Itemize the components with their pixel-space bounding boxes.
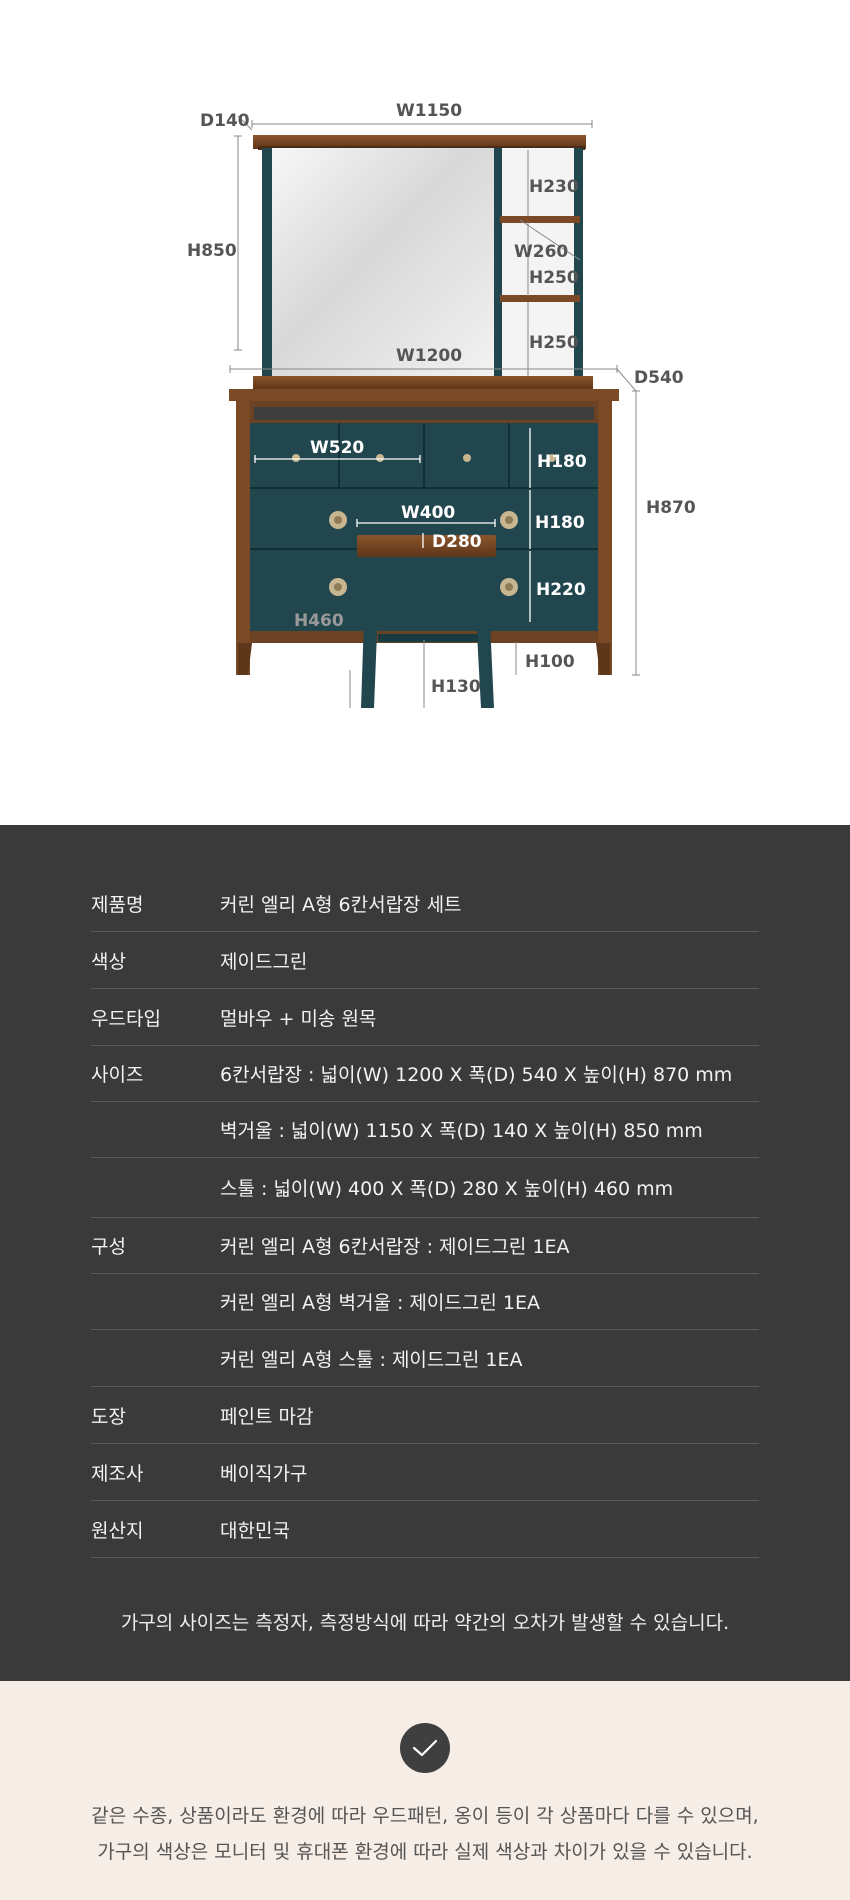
spec-row-size: 사이즈 6칸서랍장 : 넓이(W) 1200 X 폭(D) 540 X 높이(H… (91, 1046, 759, 1102)
spec-row-wood-type: 우드타입 멀바우 + 미송 원목 (91, 989, 759, 1046)
spec-row-size-stool: 스툴 : 넓이(W) 400 X 폭(D) 280 X 높이(H) 460 mm (91, 1158, 759, 1218)
spec-row-color: 색상 제이드그린 (91, 932, 759, 989)
spec-row-manufacturer: 제조사 베이직가구 (91, 1444, 759, 1501)
note-text: 같은 수종, 상품이라도 환경에 따라 우드패턴, 옹이 등이 각 상품마다 다… (0, 1798, 850, 1870)
dim-w1150: W1150 (396, 101, 462, 121)
spec-key: 사이즈 (91, 1064, 144, 1086)
spec-key: 우드타입 (91, 1007, 161, 1030)
product-note-section: 같은 수종, 상품이라도 환경에 따라 우드패턴, 옹이 등이 각 상품마다 다… (0, 1681, 850, 1900)
dim-h130: H130 (431, 677, 481, 697)
dim-d540: D540 (634, 368, 684, 388)
dim-w260: W260 (514, 242, 568, 262)
dim-h460: H460 (294, 611, 344, 631)
furniture-illustration: D140 W1150 H850 H230 W260 H250 H250 W120… (187, 101, 696, 708)
spec-row-composition: 구성 커린 엘리 A형 6칸서랍장 : 제이드그린 1EA (91, 1218, 759, 1274)
spec-value: 페인트 마감 (220, 1405, 314, 1428)
dim-h850: H850 (187, 241, 237, 261)
spec-row-composition-mirror: 커린 엘리 A형 벽거울 : 제이드그린 1EA (91, 1274, 759, 1330)
six-drawer-dresser (229, 389, 619, 675)
note-line-1: 같은 수종, 상품이라도 환경에 따라 우드패턴, 옹이 등이 각 상품마다 다… (91, 1805, 759, 1827)
dim-h220: H220 (536, 580, 586, 600)
spec-value: 6칸서랍장 : 넓이(W) 1200 X 폭(D) 540 X 높이(H) 87… (220, 1064, 733, 1086)
dim-h180-top: H180 (537, 452, 587, 472)
dim-h870: H870 (646, 498, 696, 518)
spec-key: 구성 (91, 1236, 126, 1258)
spec-value: 커린 엘리 A형 6칸서랍장 세트 (220, 893, 462, 916)
spec-value: 대한민국 (220, 1519, 290, 1542)
spec-table: 제품명 커린 엘리 A형 6칸서랍장 세트 색상 제이드그린 우드타입 멀바우 … (91, 875, 759, 1558)
spec-value: 멀바우 + 미송 원목 (220, 1007, 377, 1030)
spec-section: 제품명 커린 엘리 A형 6칸서랍장 세트 색상 제이드그린 우드타입 멀바우 … (0, 825, 850, 1681)
spec-row-origin: 원산지 대한민국 (91, 1501, 759, 1558)
spec-key: 색상 (91, 950, 126, 973)
note-line-2: 가구의 색상은 모니터 및 휴대폰 환경에 따라 실제 색상과 차이가 있을 수… (97, 1841, 753, 1863)
check-mark-icon (412, 1739, 438, 1757)
spec-value: 커린 엘리 A형 스툴 : 제이드그린 1EA (220, 1348, 523, 1371)
check-icon (400, 1723, 450, 1773)
dim-d140: D140 (200, 111, 250, 131)
spec-value: 커린 엘리 A형 벽거울 : 제이드그린 1EA (220, 1292, 540, 1314)
spec-row-finish: 도장 페인트 마감 (91, 1387, 759, 1444)
dim-h250-top: H250 (529, 268, 579, 288)
spec-key: 제품명 (91, 893, 144, 916)
dim-h250-bottom: H250 (529, 333, 579, 353)
spec-value: 제이드그린 (220, 950, 308, 973)
dim-w520: W520 (310, 438, 364, 458)
spec-row-composition-stool: 커린 엘리 A형 스툴 : 제이드그린 1EA (91, 1330, 759, 1387)
spec-value: 스툴 : 넓이(W) 400 X 폭(D) 280 X 높이(H) 460 mm (220, 1178, 674, 1200)
dim-h230: H230 (529, 177, 579, 197)
spec-key: 도장 (91, 1405, 126, 1428)
dim-h100: H100 (525, 652, 575, 672)
dim-d280: D280 (432, 532, 482, 552)
dimension-lines (229, 115, 640, 708)
spec-value: 커린 엘리 A형 6칸서랍장 : 제이드그린 1EA (220, 1236, 570, 1258)
spec-key: 원산지 (91, 1519, 144, 1542)
stool (357, 535, 496, 708)
spec-key: 제조사 (91, 1462, 144, 1485)
spec-value: 베이직가구 (220, 1462, 308, 1485)
dim-h180-mid: H180 (535, 513, 585, 533)
dim-w400: W400 (401, 503, 455, 523)
wall-mirror (253, 135, 593, 389)
spec-row-size-mirror: 벽거울 : 넓이(W) 1150 X 폭(D) 140 X 높이(H) 850 … (91, 1102, 759, 1158)
product-dimension-diagram: D140 W1150 H850 H230 W260 H250 H250 W120… (0, 0, 850, 825)
spec-value: 벽거울 : 넓이(W) 1150 X 폭(D) 140 X 높이(H) 850 … (220, 1120, 703, 1142)
spec-row-product-name: 제품명 커린 엘리 A형 6칸서랍장 세트 (91, 875, 759, 932)
dim-w1200: W1200 (396, 346, 462, 366)
size-tolerance-notice: 가구의 사이즈는 측정자, 측정방식에 따라 약간의 오차가 발생할 수 있습니… (120, 1612, 730, 1634)
